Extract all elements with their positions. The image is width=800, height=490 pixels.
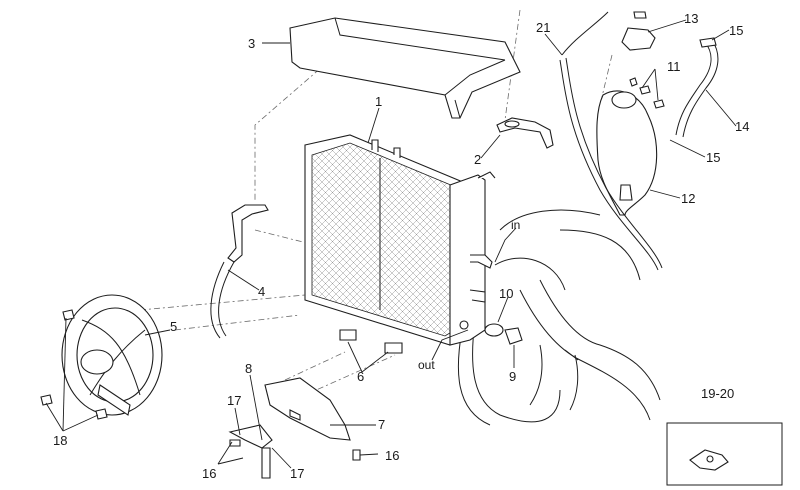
cooling-fan	[61, 294, 163, 416]
temperature-sensor	[484, 323, 523, 345]
callout-19-20: 19-20	[701, 386, 734, 401]
callout-8: 8	[245, 361, 252, 376]
fan-bracket	[210, 204, 269, 339]
leader-lines	[45, 19, 737, 469]
callout-10: 10	[499, 286, 513, 301]
callout-2: 2	[474, 152, 481, 167]
expansion-tank-cap	[621, 11, 656, 51]
overflow-hose	[559, 11, 663, 271]
breather-hose	[675, 37, 719, 138]
detail-box-19-20	[666, 422, 783, 486]
rubber-mounts	[339, 329, 403, 354]
frame-hose-outline	[457, 209, 661, 426]
callout-4: 4	[258, 284, 265, 299]
callout-17-right: 17	[290, 466, 304, 481]
callout-18: 18	[53, 433, 67, 448]
callout-3: 3	[248, 36, 255, 51]
flow-label-in: in	[511, 218, 520, 232]
callout-labels: 3 1 2 4 5 6 7 8 9 10 11 12 13 14 15 15 2…	[53, 11, 749, 481]
callout-15-top: 15	[729, 23, 743, 38]
screws-16-17	[229, 439, 361, 461]
callout-9: 9	[509, 369, 516, 384]
callout-17-left: 17	[227, 393, 241, 408]
callout-21: 21	[536, 20, 550, 35]
radiator-core	[304, 134, 496, 346]
callout-16-left: 16	[202, 466, 216, 481]
flow-label-out: out	[418, 358, 435, 372]
callout-12: 12	[681, 191, 695, 206]
callout-1: 1	[375, 94, 382, 109]
callout-5: 5	[170, 319, 177, 334]
callout-16-right: 16	[385, 448, 399, 463]
expansion-tank	[596, 90, 658, 216]
callout-14: 14	[735, 119, 749, 134]
lower-bracket	[228, 377, 351, 479]
callout-11: 11	[667, 59, 681, 74]
upper-bracket	[496, 117, 554, 149]
callout-13: 13	[684, 11, 698, 26]
fan-grommets	[40, 309, 108, 420]
callout-6: 6	[357, 369, 364, 384]
callout-7: 7	[378, 417, 385, 432]
top-shroud	[289, 17, 521, 119]
callout-15-bottom: 15	[706, 150, 720, 165]
